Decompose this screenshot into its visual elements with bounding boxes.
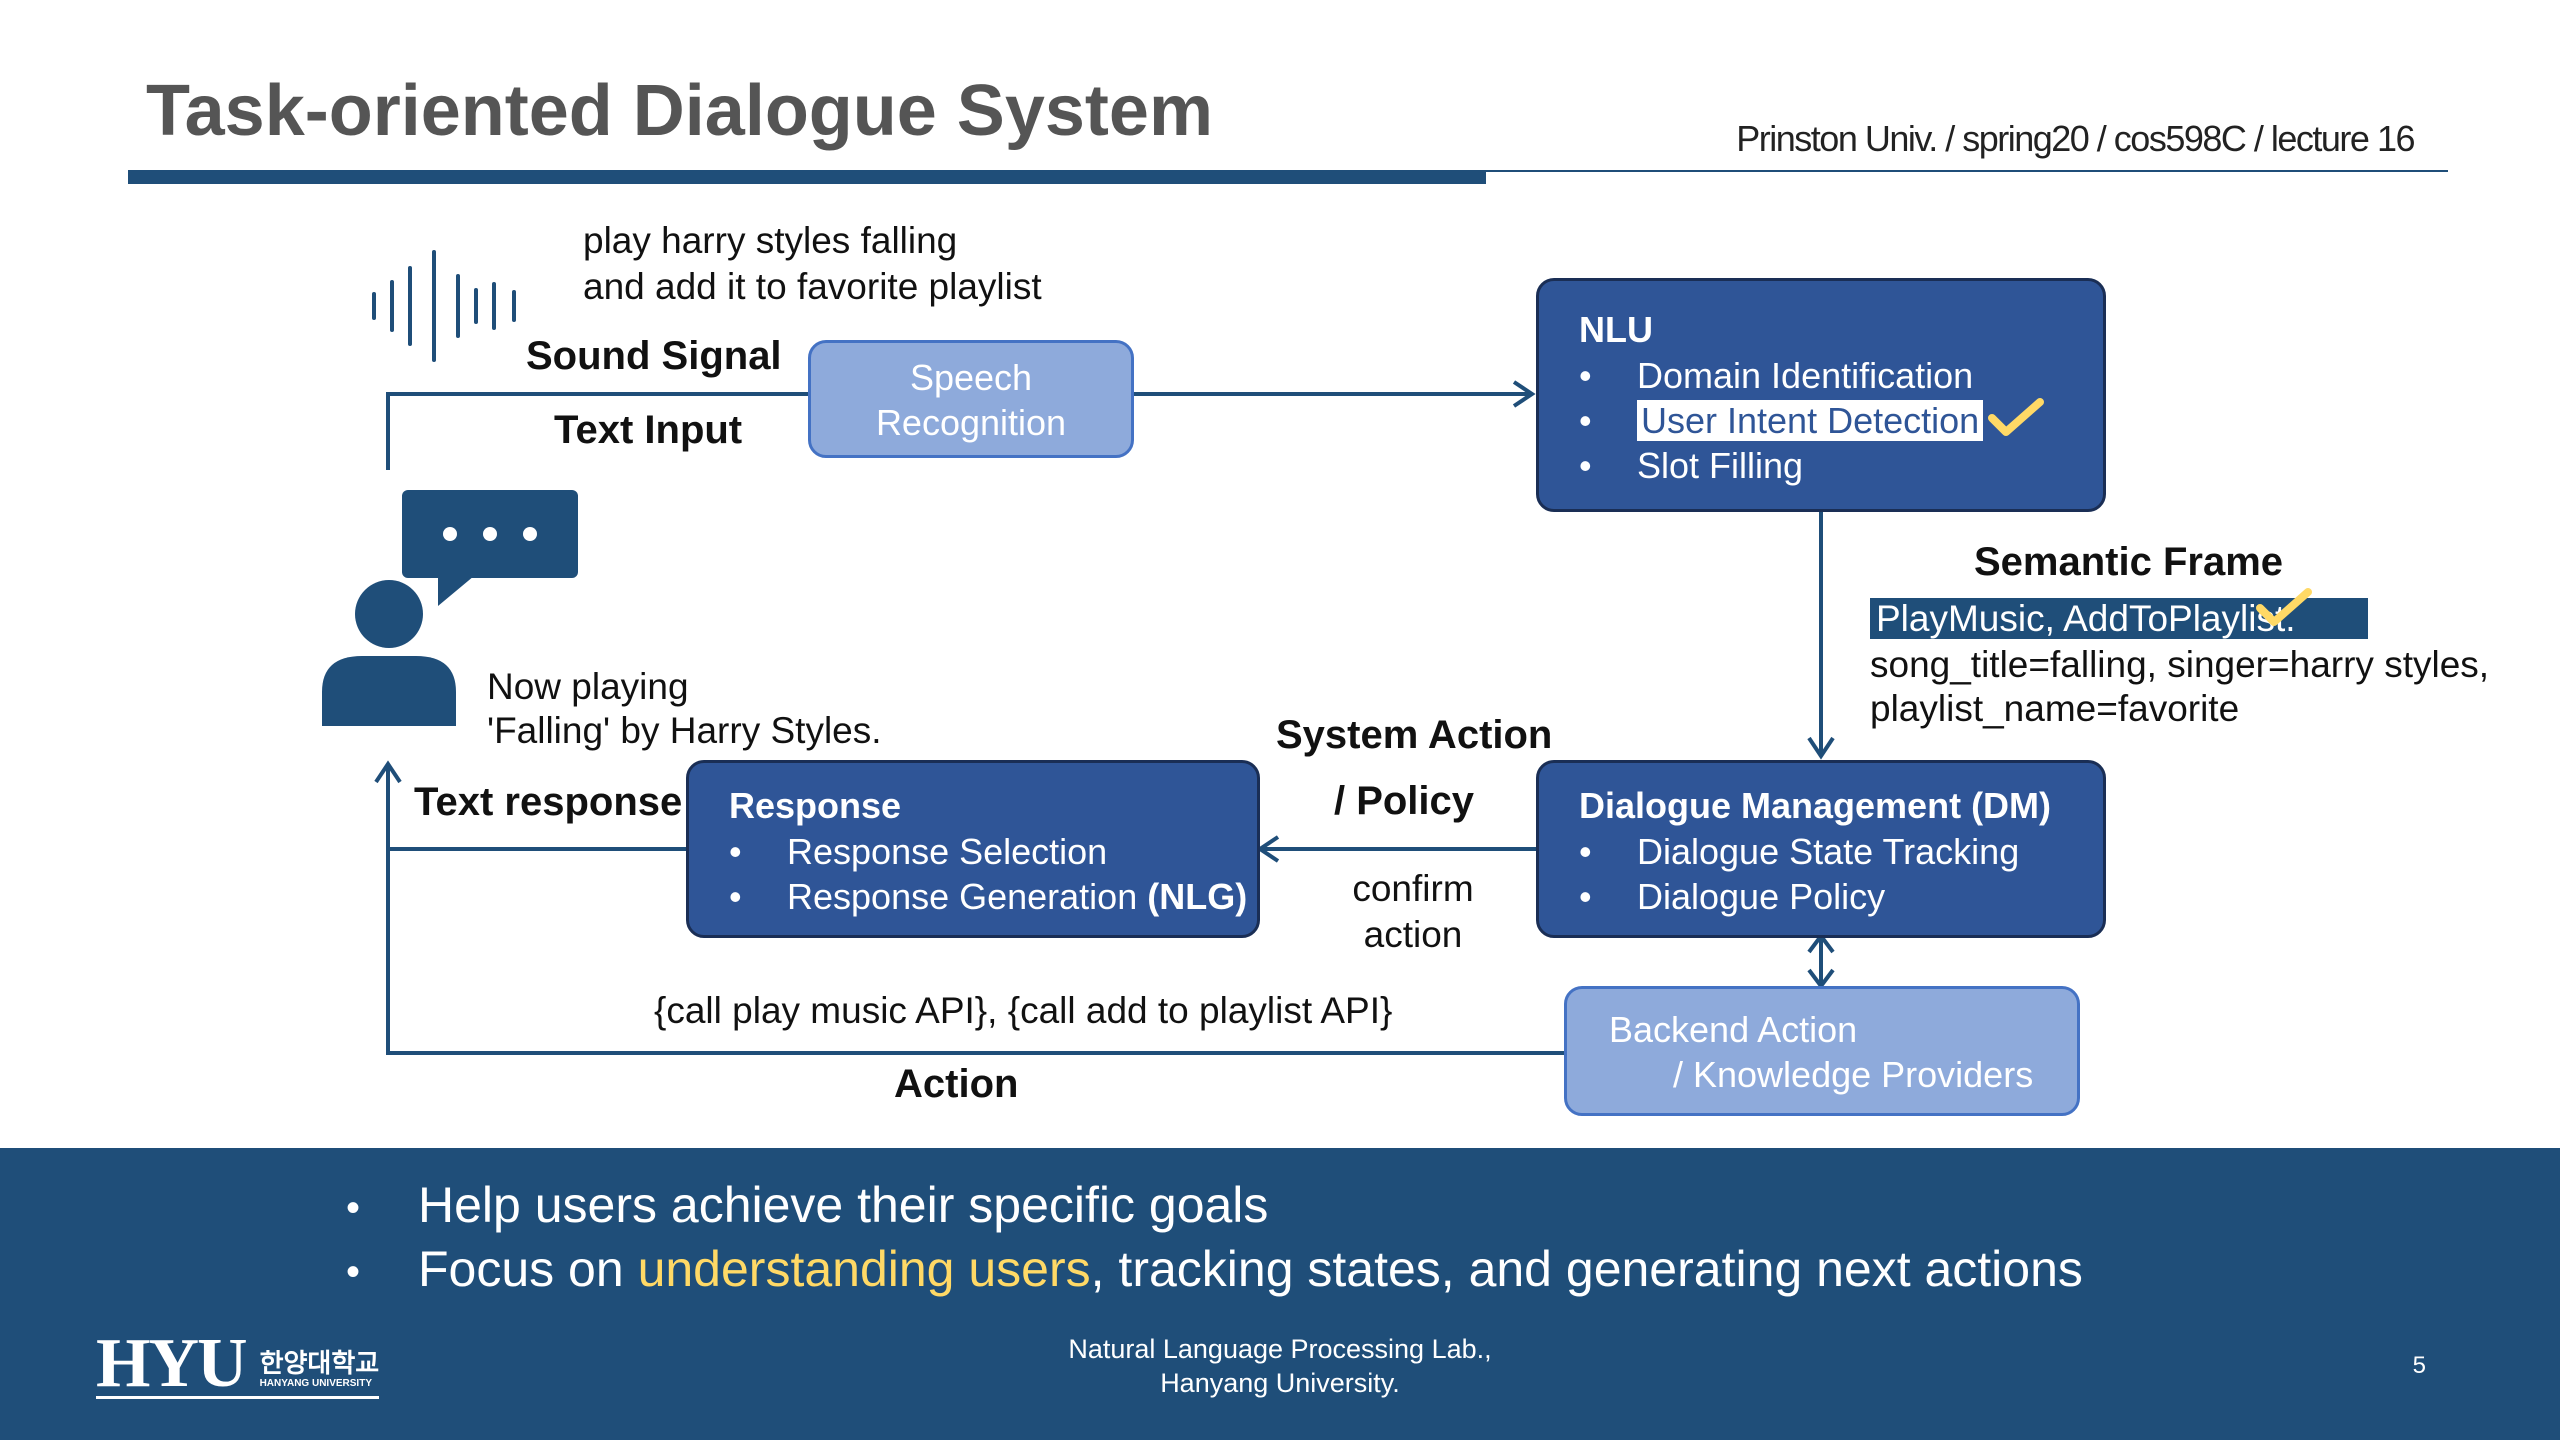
system-action-line1: System Action — [1276, 713, 1553, 757]
nlu-item: •Slot Filling — [1579, 445, 1804, 486]
confirm-action-label: confirm action — [1300, 866, 1526, 958]
response-item: •Response Generation (NLG) — [729, 876, 1248, 917]
speech-recognition-line1: Speech — [909, 357, 1033, 398]
action-line — [386, 849, 1564, 1055]
intents-highlight: PlayMusic, AddToPlaylist. — [1870, 598, 2368, 639]
input-line — [386, 392, 808, 470]
system-reply-line2: 'Falling' by Harry Styles. — [487, 710, 882, 751]
text-response-label: Text response — [414, 780, 683, 824]
understanding-users-highlight: understanding users — [637, 1241, 1091, 1297]
dialogue-management-box: Dialogue Management (DM) •Dialogue State… — [1536, 760, 2106, 938]
user-utterance-line2: and add it to favorite playlist — [583, 266, 1042, 307]
nlu-title: NLU — [1579, 309, 1653, 350]
check-icon — [1988, 398, 2044, 436]
sound-wave-icon — [372, 250, 516, 362]
semantic-frame-slots-line1: song_title=falling, singer=harry styles, — [1870, 644, 2490, 685]
title-underline — [128, 170, 1486, 184]
semantic-frame-intents: PlayMusic, AddToPlaylist. — [1870, 596, 2368, 642]
response-item: •Response Selection — [729, 831, 1108, 872]
speech-recognition-line2: Recognition — [875, 402, 1067, 443]
source-citation: Prinston Univ. / spring20 / cos598C / le… — [1736, 118, 2415, 159]
action-label: Action — [894, 1062, 1019, 1106]
backend-line2: / Knowledge Providers — [1673, 1054, 2034, 1095]
sound-signal-label: Sound Signal — [526, 334, 782, 378]
lab-credit: Natural Language Processing Lab., Hanyan… — [1068, 1334, 1492, 1398]
speech-bubble-icon — [402, 490, 578, 606]
nlu-box: NLU •Domain Identification •User Intent … — [1536, 278, 2106, 512]
footer-bullet-1: •Help users achieve their specific goals — [346, 1177, 1269, 1233]
semantic-frame-label: Semantic Frame — [1974, 540, 2284, 584]
slide-title: Task-oriented Dialogue System — [146, 71, 1213, 151]
page-number: 5 — [2412, 1352, 2426, 1379]
backend-box: Backend Action / Knowledge Providers — [1564, 986, 2080, 1116]
footer-bullet-2: •Focus on understanding users, tracking … — [346, 1241, 2083, 1297]
nlu-item: •User Intent Detection — [1579, 398, 2103, 443]
backend-line1: Backend Action — [1609, 1009, 1858, 1050]
api-calls-label: {call play music API}, {call add to play… — [654, 990, 1393, 1031]
footer-band — [0, 1148, 2560, 1440]
dm-title: Dialogue Management (DM) — [1579, 785, 2052, 826]
check-icon — [2256, 588, 2312, 626]
system-action-label: System Action / Policy — [1276, 702, 1553, 834]
user-utterance-line1: play harry styles falling — [583, 220, 958, 261]
intent-detection-highlight: User Intent Detection — [1637, 400, 1984, 441]
title-underline-thin — [1486, 170, 2448, 172]
system-reply-line1: Now playing — [487, 666, 689, 707]
dm-item: •Dialogue Policy — [1579, 876, 1886, 917]
semantic-frame-slots-line2: playlist_name=favorite — [1870, 688, 2240, 729]
nlu-item: •Domain Identification — [1579, 355, 1974, 396]
response-title: Response — [729, 785, 902, 826]
system-action-line2: / Policy — [1333, 779, 1475, 823]
person-icon — [322, 580, 456, 726]
hyu-logo: HYU 한양대학교 HANYANG UNIVERSITY — [96, 1325, 380, 1402]
confirm-line2: action — [1363, 914, 1463, 955]
speech-recognition-box: Speech Recognition — [808, 340, 1134, 458]
response-box: Response •Response Selection •Response G… — [686, 760, 1260, 938]
confirm-line1: confirm — [1352, 868, 1474, 909]
dm-item: •Dialogue State Tracking — [1579, 831, 2020, 872]
text-input-label: Text Input — [554, 408, 743, 452]
